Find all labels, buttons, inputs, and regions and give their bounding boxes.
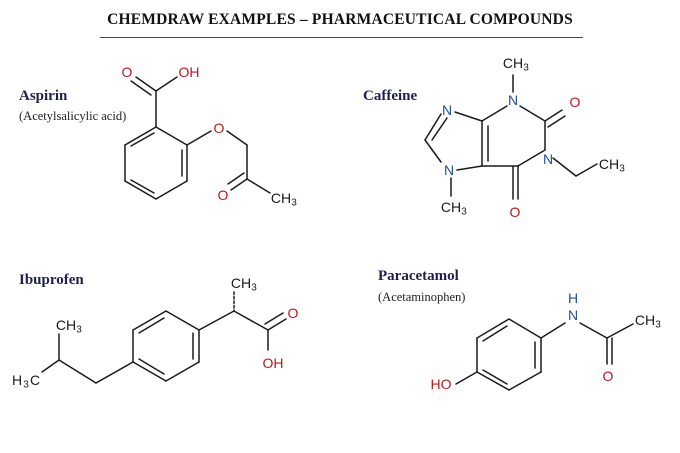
paracetamol-name: Paracetamol [378,268,459,284]
ibuprofen-methyl-chiral-subscript: 3 [251,283,257,294]
aspirin-acetyl-oxygen: O [218,187,229,203]
aspirin-hydroxyl: OH [179,64,200,80]
paracetamol-hydroxyl: HO [431,376,452,392]
caffeine-methyl-bottom: CH [441,199,461,215]
paracetamol-subtitle: (Acetaminophen) [378,290,466,304]
paracetamol-methyl-subscript: 3 [655,320,661,331]
ibuprofen-carbonyl-oxygen: O [288,305,299,321]
paracetamol-amide-h: H [568,290,578,306]
aspirin-methyl: CH [271,190,291,206]
ibuprofen-methyl-left-h: H [12,372,22,388]
aspirin-subtitle: (Acetylsalicylic acid) [19,109,127,123]
caffeine-methyl-top-subscript: 3 [523,63,529,74]
ibuprofen-structure: CH 3 H 3 C CH 3 O OH [12,275,299,391]
caffeine-structure: N N N N O O CH 3 CH 3 CH 3 [424,55,625,220]
caffeine-methyl-bottom-subscript: 3 [461,207,467,218]
caffeine-n1: N [508,92,518,108]
title-underline [100,37,583,38]
ibuprofen-methyl-left-c: C [30,372,40,388]
caffeine-oxygen-bottom: O [510,204,521,220]
paracetamol-methyl: CH [635,312,655,328]
caffeine-methyl-right: CH [599,156,619,172]
ibuprofen-methyl-chiral: CH [231,275,251,291]
caffeine-n9: N [442,102,452,118]
caffeine-methyl-right-subscript: 3 [619,164,625,175]
caffeine-oxygen-top: O [570,94,581,110]
paracetamol-structure: HO H N O CH 3 [431,290,662,392]
page-title: CHEMDRAW EXAMPLES – PHARMACEUTICAL COMPO… [107,11,573,28]
aspirin-methyl-subscript: 3 [291,198,297,209]
aspirin-carbonyl-oxygen: O [122,64,133,80]
caffeine-n7: N [444,162,454,178]
caffeine-methyl-top: CH [503,55,523,71]
caffeine-n3: N [543,151,553,167]
paracetamol-carbonyl-oxygen: O [603,368,614,384]
aspirin-name: Aspirin [19,88,68,104]
ibuprofen-hydroxyl: OH [263,355,284,371]
aspirin-structure: O OH O O CH 3 [122,64,298,209]
ibuprofen-name: Ibuprofen [19,272,84,288]
ibuprofen-methyl-top: CH [56,317,76,333]
aspirin-ester-oxygen: O [214,120,225,136]
caffeine-name: Caffeine [363,88,418,104]
ibuprofen-methyl-left-subscript: 3 [23,380,29,391]
ibuprofen-methyl-top-subscript: 3 [76,325,82,336]
paracetamol-amide-nitrogen: N [568,307,578,323]
